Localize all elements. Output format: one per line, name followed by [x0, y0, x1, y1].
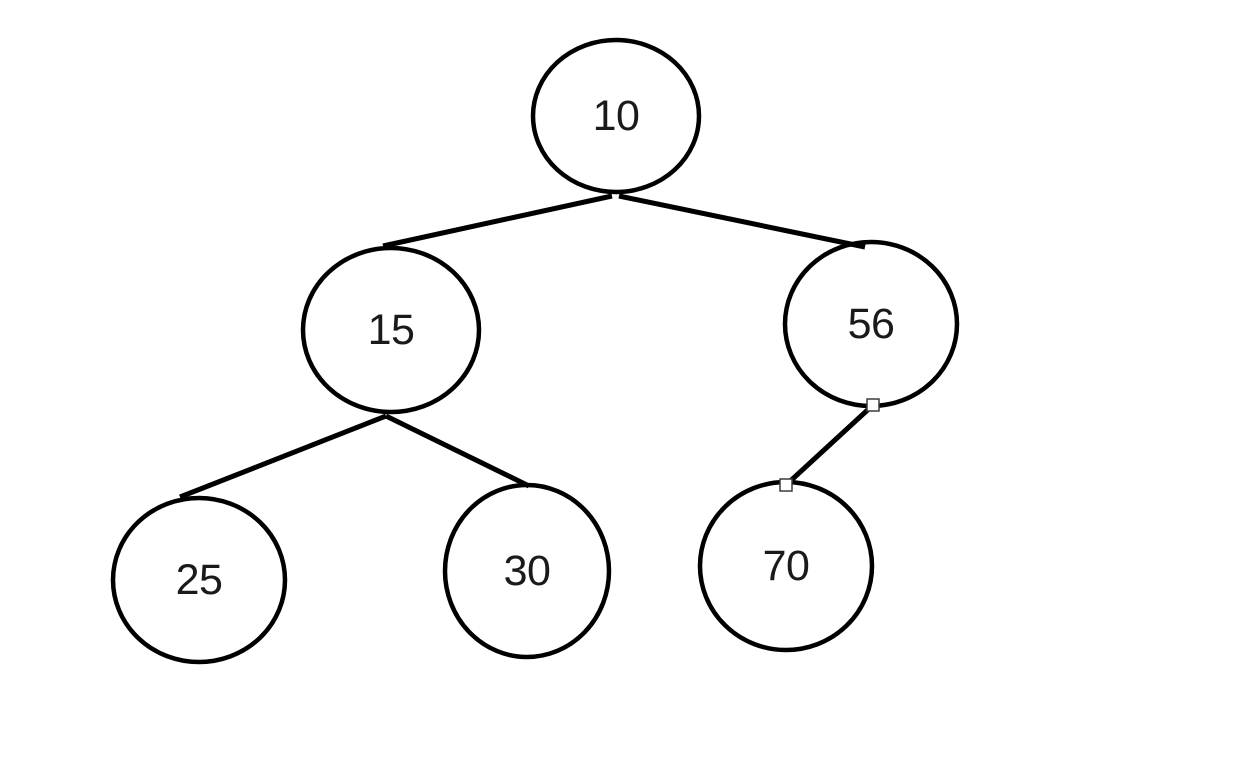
- tree-node-70[interactable]: 70: [697, 479, 875, 653]
- tree-edge-n15-n25[interactable]: [179, 413, 387, 500]
- tree-node-30[interactable]: 30: [442, 482, 612, 660]
- selection-handle-layer: [779, 398, 880, 492]
- tree-node-label-30: 30: [504, 547, 551, 595]
- connector-endpoint-handle-start[interactable]: [866, 398, 880, 412]
- tree-edge-layer: [179, 193, 875, 500]
- tree-node-label-25: 25: [176, 556, 223, 604]
- tree-edge-n10-n56[interactable]: [618, 193, 866, 250]
- tree-node-label-15: 15: [368, 306, 415, 354]
- tree-node-15[interactable]: 15: [300, 245, 482, 415]
- tree-node-10[interactable]: 10: [530, 37, 702, 195]
- tree-edge-n10-n15[interactable]: [382, 193, 613, 249]
- connector-endpoint-handle-end[interactable]: [779, 478, 793, 492]
- tree-node-circle-15[interactable]: [300, 245, 482, 415]
- tree-node-circle-10[interactable]: [530, 37, 702, 195]
- tree-node-label-70: 70: [763, 542, 810, 590]
- tree-node-circle-25[interactable]: [110, 495, 288, 665]
- tree-node-56[interactable]: 56: [782, 239, 960, 409]
- tree-node-25[interactable]: 25: [110, 495, 288, 665]
- tree-edge-n15-n30[interactable]: [384, 413, 531, 489]
- tree-node-label-10: 10: [593, 92, 640, 140]
- tree-node-label-56: 56: [848, 300, 895, 348]
- tree-node-layer: 10 15 56 25 30 70: [110, 37, 960, 665]
- tree-edge-n56-n70[interactable]: [784, 403, 875, 487]
